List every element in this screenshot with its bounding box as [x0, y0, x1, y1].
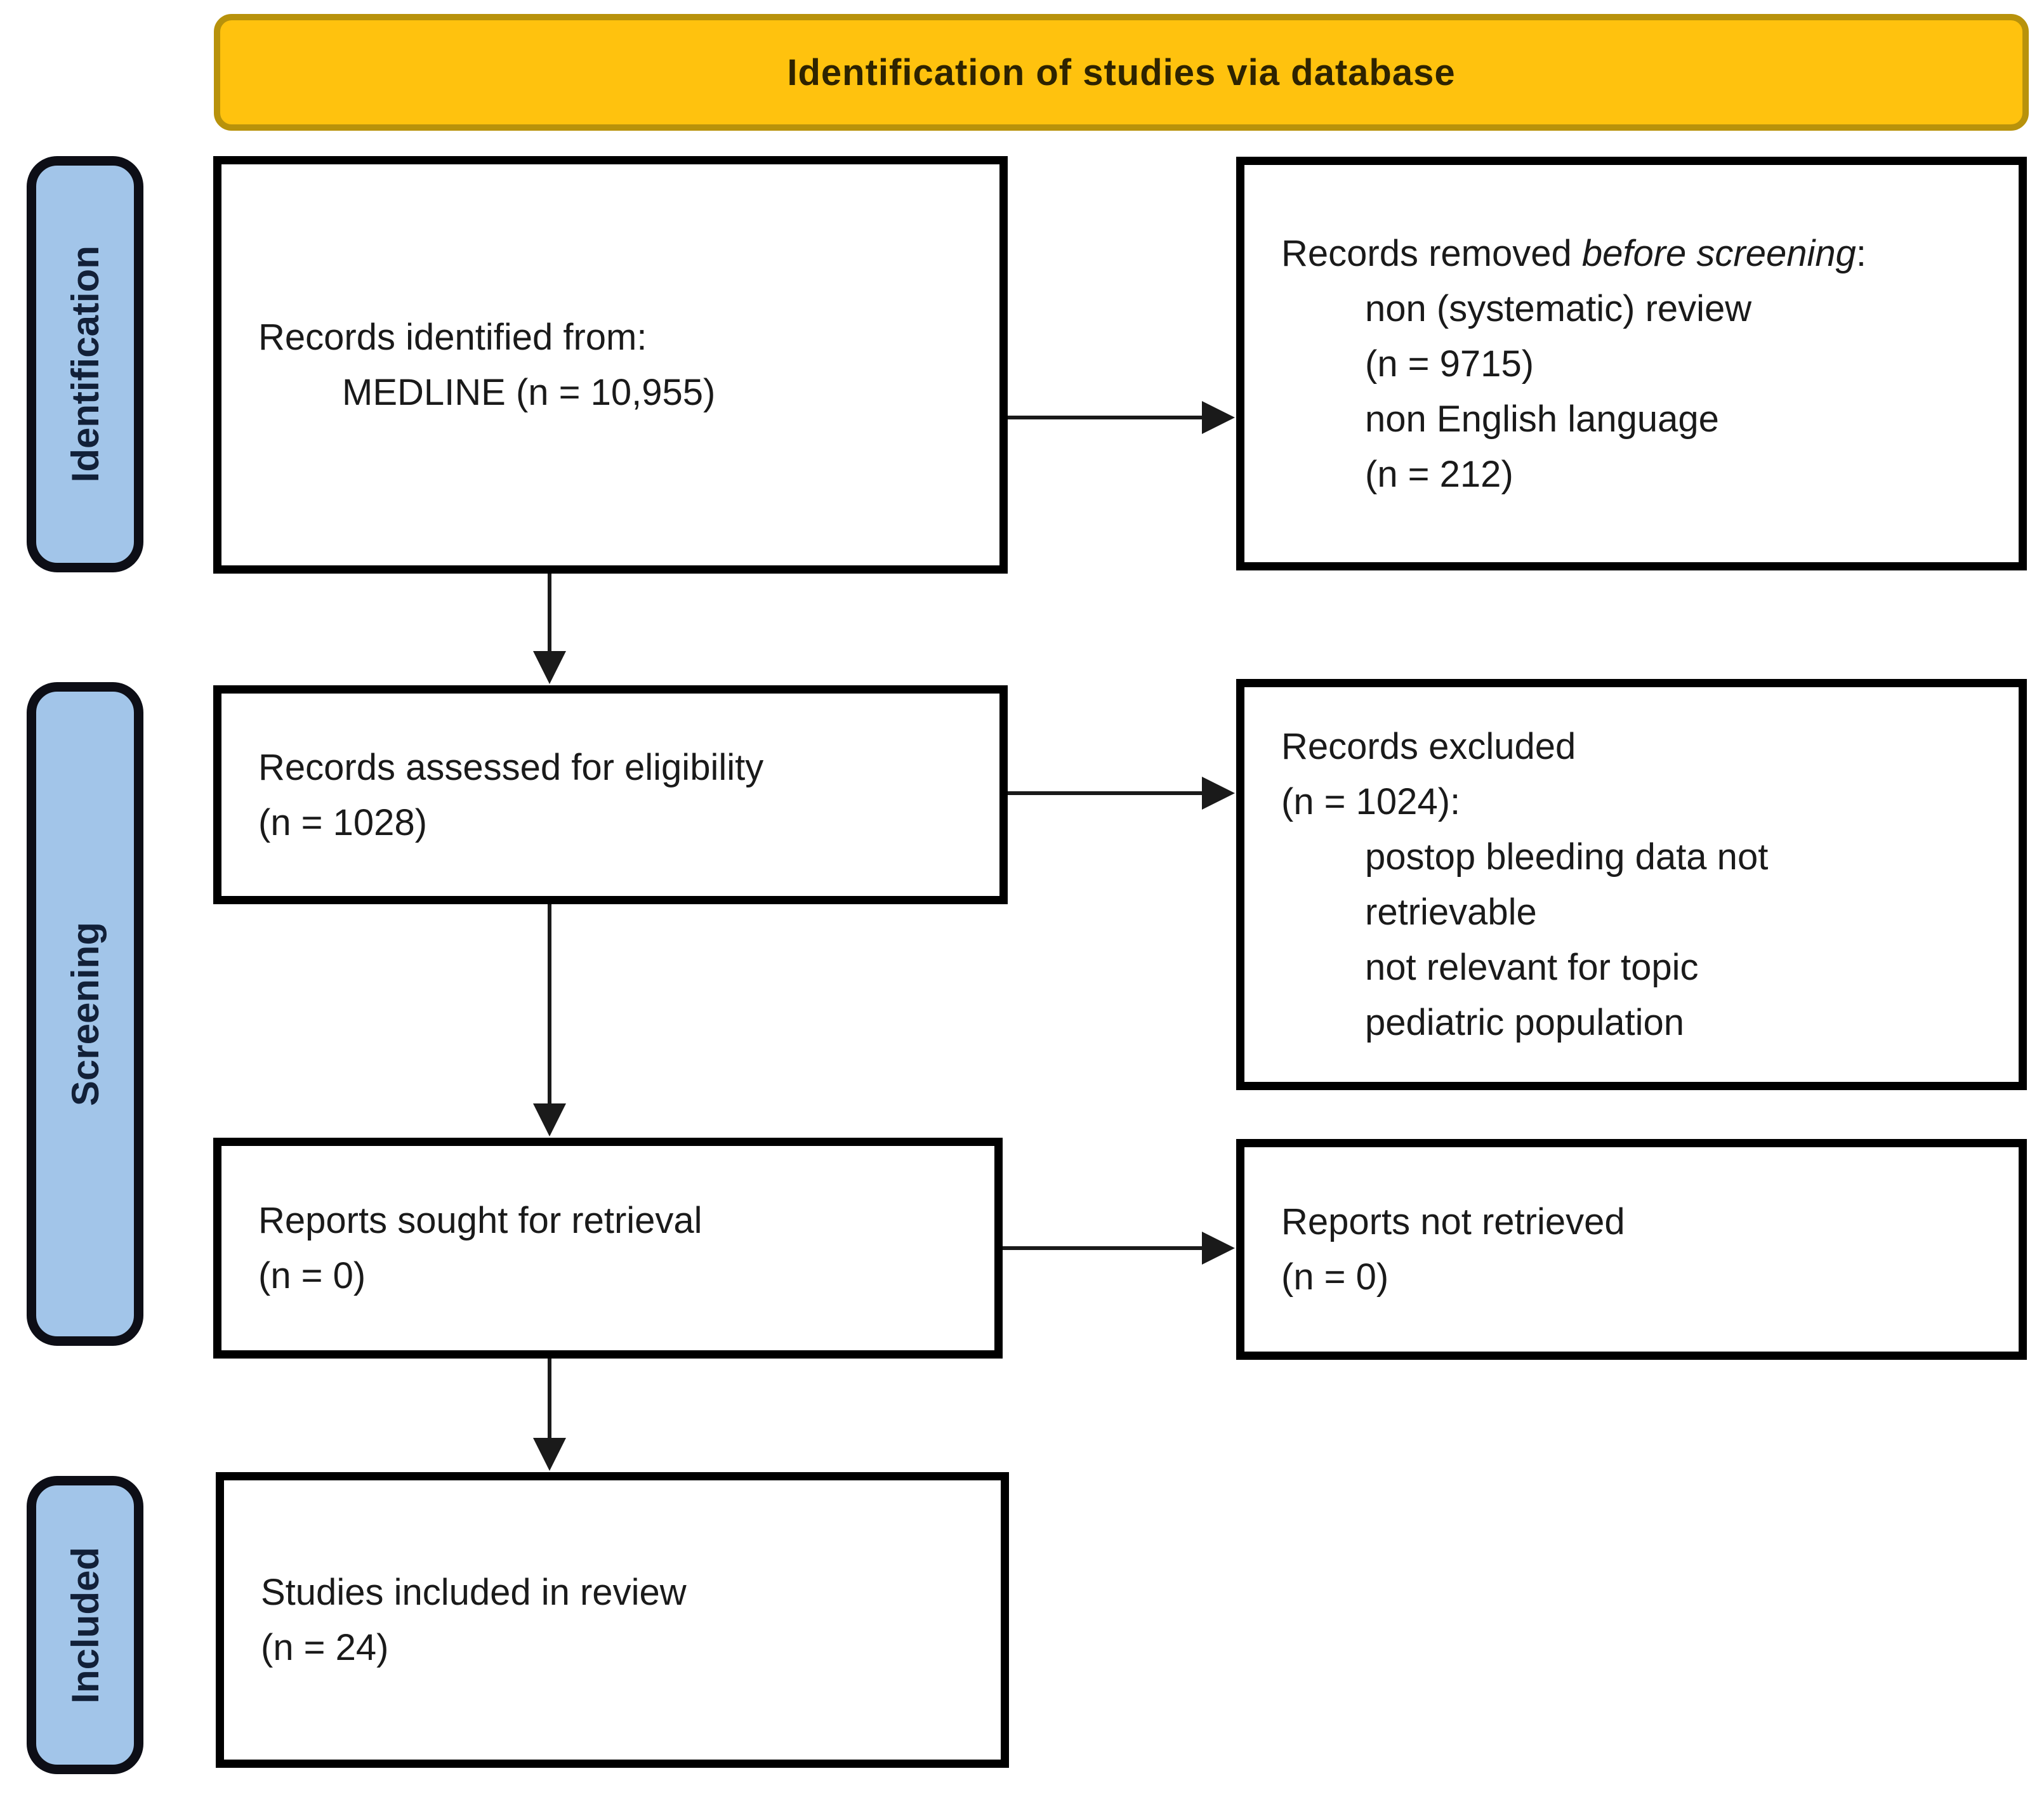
box-line: non English language — [1365, 398, 1719, 440]
banner-identification-via-database: Identification of studies via database — [214, 14, 2029, 131]
box-studies-included: Studies included in review (n = 24) — [216, 1472, 1009, 1768]
box-line: retrievable — [1365, 892, 1537, 933]
box-line: (n = 0) — [1281, 1256, 1389, 1298]
arrow-sought-to-not-retrieved-icon — [1003, 1232, 1235, 1265]
box-records-excluded: Records excluded (n = 1024): postop blee… — [1236, 679, 2027, 1090]
box-line: (n = 24) — [261, 1627, 389, 1668]
box-line: (n = 0) — [258, 1255, 366, 1296]
stage-label: Included — [63, 1546, 107, 1704]
box-line: (n = 212) — [1365, 453, 1513, 495]
stage-label: Screening — [63, 921, 107, 1107]
arrow-identified-to-assessed-icon — [533, 574, 566, 684]
stage-pill-included: Included — [27, 1476, 143, 1774]
box-line: pediatric population — [1365, 1002, 1685, 1043]
stage-label: Identification — [63, 246, 107, 483]
arrow-assessed-to-sought-icon — [533, 904, 566, 1136]
arrow-sought-to-included-icon — [533, 1359, 566, 1471]
box-line-text: Records removed — [1281, 232, 1582, 274]
box-line: postop bleeding data not — [1365, 836, 1769, 878]
box-line: Reports sought for retrieval — [258, 1200, 702, 1241]
box-line: Records identified from: — [258, 317, 647, 358]
box-line: not relevant for topic — [1365, 947, 1699, 988]
stage-pill-screening: Screening — [27, 682, 143, 1346]
box-reports-sought: Reports sought for retrieval (n = 0) — [213, 1138, 1003, 1359]
box-line: Records removed before screening: — [1281, 226, 1890, 281]
box-line-italic-text: before screening — [1581, 232, 1856, 274]
box-line: Studies included in review — [261, 1572, 687, 1613]
box-line: (n = 1028) — [258, 801, 428, 843]
box-records-assessed: Records assessed for eligibility (n = 10… — [213, 685, 1008, 904]
box-line: MEDLINE (n = 10,955) — [342, 372, 716, 413]
box-line: Records assessed for eligibility — [258, 746, 764, 788]
stage-pill-identification: Identification — [27, 156, 143, 572]
box-line-text: : — [1856, 232, 1867, 274]
box-records-removed-before-screening: Records removed before screening: non (s… — [1236, 157, 2027, 570]
box-line: Records excluded — [1281, 726, 1576, 767]
box-records-identified: Records identified from: MEDLINE (n = 10… — [213, 156, 1008, 574]
arrow-assessed-to-excluded-icon — [1008, 777, 1235, 810]
box-line: non (systematic) review — [1365, 287, 1752, 329]
banner-title: Identification of studies via database — [787, 51, 1456, 93]
box-line: (n = 9715) — [1365, 343, 1534, 385]
box-reports-not-retrieved: Reports not retrieved (n = 0) — [1236, 1139, 2027, 1360]
box-line: (n = 1024): — [1281, 781, 1461, 822]
box-line: Reports not retrieved — [1281, 1201, 1625, 1242]
arrow-identified-to-removed-icon — [1008, 401, 1235, 434]
